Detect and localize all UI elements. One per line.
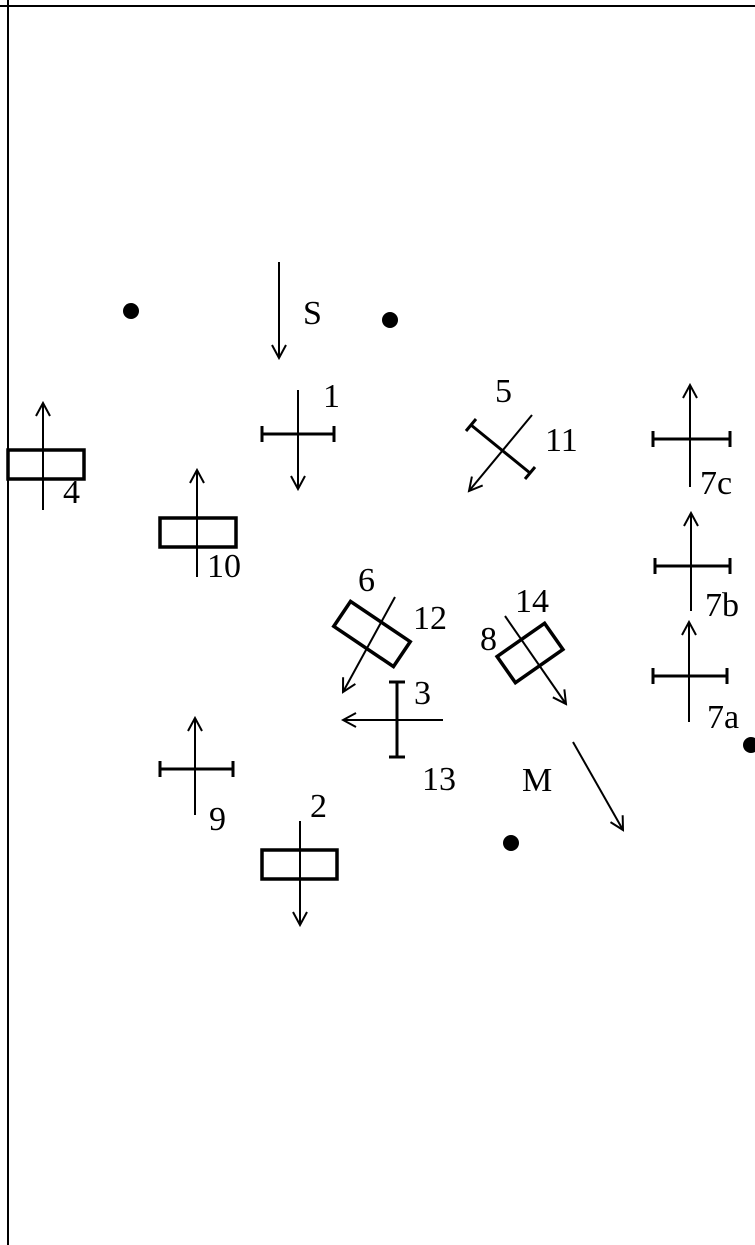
reference-dot-upper-left	[123, 303, 139, 319]
label-6: 6	[358, 562, 375, 599]
label-14: 14	[515, 583, 549, 620]
reference-dot-right-edge	[743, 737, 755, 753]
label-1: 1	[323, 378, 340, 415]
label-9: 9	[209, 801, 226, 838]
symbol-1: 1	[260, 378, 340, 489]
symbol-7c: 7c	[651, 385, 732, 502]
label-5: 5	[495, 373, 512, 410]
label-3: 3	[414, 675, 431, 712]
symbol-7a: 7a	[651, 622, 739, 736]
label-s: S	[303, 295, 322, 332]
symbol-6-12: 6 12	[331, 562, 447, 692]
reference-dot-lower	[503, 835, 519, 851]
symbol-5-11: 5 11	[464, 373, 578, 491]
label-7c: 7c	[700, 465, 732, 502]
symbol-9: 9	[158, 718, 235, 838]
label-10: 10	[207, 548, 241, 585]
symbol-7b: 7b	[653, 513, 739, 624]
label-4: 4	[63, 474, 80, 511]
label-2: 2	[310, 788, 327, 825]
label-8: 8	[480, 621, 497, 658]
reference-dot-upper-right	[382, 312, 398, 328]
label-12: 12	[413, 600, 447, 637]
label-13: 13	[422, 761, 456, 798]
arrow-s: S	[279, 262, 322, 358]
label-7a: 7a	[707, 699, 739, 736]
arrow-m: M	[522, 741, 623, 830]
symbol-10: 10	[158, 470, 241, 585]
label-11: 11	[545, 422, 578, 459]
symbol-8-14: 8 14	[480, 583, 566, 704]
label-m: M	[522, 762, 552, 799]
symbol-4: 4	[6, 403, 86, 511]
symbol-2: 2	[260, 788, 339, 925]
label-7b: 7b	[705, 587, 739, 624]
symbol-3-13: 3 13	[343, 675, 456, 798]
